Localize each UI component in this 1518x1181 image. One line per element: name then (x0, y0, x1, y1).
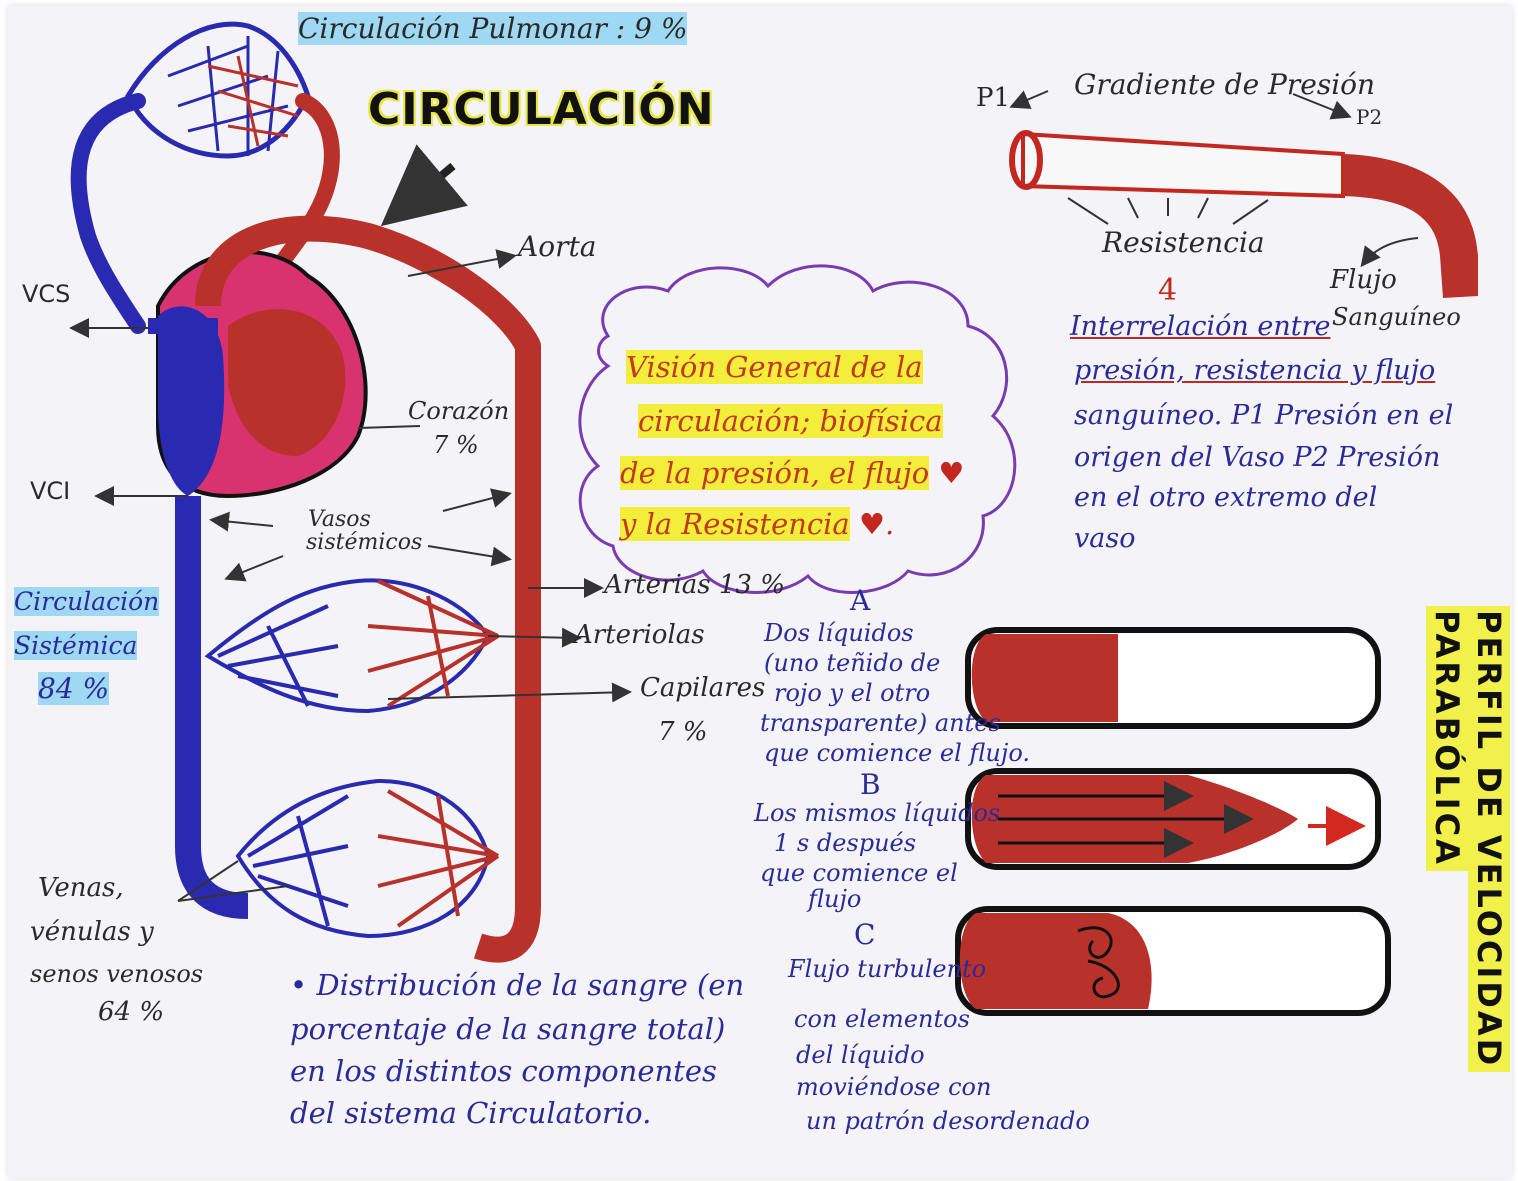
venas-label-3: senos venosos (30, 961, 203, 987)
systemic-label-2: Sistémica (14, 632, 137, 660)
paper-sheet: Circulación Pulmonar : 9 % CIRCULACIÓN A… (8, 6, 1512, 1178)
b-line-1: Los mismos líquidos (754, 800, 1000, 826)
arteriolas-label: Arteriolas (574, 621, 705, 650)
pressure-desc-4: origen del Vaso P2 Presión (1074, 443, 1440, 473)
c-line-4: moviéndose con (796, 1074, 991, 1100)
b-line-4: flujo (808, 886, 861, 912)
flow-label-2: Sanguíneo (1332, 304, 1461, 330)
systemic-network-upper (208, 580, 498, 711)
label-c: C (854, 920, 875, 951)
pressure-desc-2: presión, resistencia y flujo (1074, 356, 1435, 386)
circulation-diagram (73, 24, 628, 950)
pressure-desc-3: sanguíneo. P1 Presión en el (1074, 401, 1453, 431)
c-line-5: un patrón desordenado (806, 1108, 1090, 1134)
distribution-note-1: • Distribución de la sangre (en (290, 970, 744, 1002)
label-a: A (850, 586, 870, 617)
c-line-1: Flujo turbulento (788, 956, 986, 982)
cloud-line-2: circulación; biofísica (638, 406, 943, 438)
tube-a (968, 630, 1378, 726)
pulmonary-artery-left (79, 101, 138, 326)
vcs-label: VCS (22, 281, 70, 307)
pressure-tube (1012, 91, 1478, 298)
tube-b (968, 771, 1378, 867)
b-line-2: 1 s después (774, 830, 916, 856)
resistance-label: Resistencia (1102, 228, 1265, 259)
pressure-desc-6: vaso (1074, 524, 1135, 554)
pressure-desc-5: en el otro extremo del (1074, 483, 1377, 513)
heart (158, 252, 366, 496)
venas-label-2: vénulas y (30, 918, 154, 947)
vena-cava (188, 496, 248, 906)
a-line-3: rojo y el otro (774, 680, 930, 706)
a-line-2: (uno teñido de (764, 650, 940, 676)
cloud-line-3: de la presión, el flujo ♥ (620, 458, 964, 490)
systemic-label: Circulación (14, 588, 159, 616)
velocity-profile-title: PERFIL DE VELOCIDAD (1468, 606, 1510, 1072)
venas-percent: 64 % (98, 998, 164, 1027)
gradient-label: Gradiente de Presión (1074, 70, 1375, 101)
a-line-4: transparente) antes (760, 710, 1001, 736)
capilares-label: Capilares (640, 674, 765, 703)
distribution-note-3: en los distintos componentes (290, 1056, 717, 1088)
systemic-percent: 84 % (38, 674, 109, 705)
pulmonary-label: Circulación Pulmonar : 9 % (298, 14, 687, 45)
systemic-network-lower (238, 781, 498, 936)
cloud-line-4: y la Resistencia ♥. (620, 509, 894, 541)
p2-label: P2 (1356, 106, 1382, 128)
heart-percent: 7 % (433, 432, 479, 458)
venas-label: Venas, (38, 874, 124, 903)
a-line-5: que comience el flujo. (764, 740, 1030, 766)
distribution-note-2: porcentaje de la sangre total) (290, 1014, 725, 1046)
figure-number: 4 (1158, 274, 1177, 307)
p1-label: P1 (976, 84, 1010, 113)
capilares-percent: 7 % (658, 718, 708, 747)
a-line-1: Dos líquidos (764, 620, 914, 646)
cloud-line-1: Visión General de la (626, 352, 923, 384)
heart-label: Corazón (408, 398, 509, 424)
c-line-3: del líquido (796, 1042, 925, 1068)
label-b: B (860, 770, 881, 801)
flow-label: Flujo (1330, 266, 1397, 295)
pressure-desc-1: Interrelación entre (1070, 312, 1331, 342)
b-line-3: que comience el (760, 860, 958, 886)
tube-c (958, 909, 1388, 1013)
vasos-label-2: sistémicos (306, 531, 422, 555)
c-line-2: con elementos (794, 1006, 970, 1032)
pulmonary-network (128, 24, 308, 156)
distribution-note-4: del sistema Circulatorio. (290, 1098, 651, 1130)
vci-label: VCI (30, 478, 70, 504)
arterias-label: Arterias 13 % (604, 571, 785, 600)
velocity-profile-subtitle: PARABÓLICA (1426, 606, 1468, 871)
vasos-label: Vasos (308, 508, 371, 532)
aorta-label: Aorta (518, 232, 596, 263)
page-title: CIRCULACIÓN (368, 86, 715, 134)
